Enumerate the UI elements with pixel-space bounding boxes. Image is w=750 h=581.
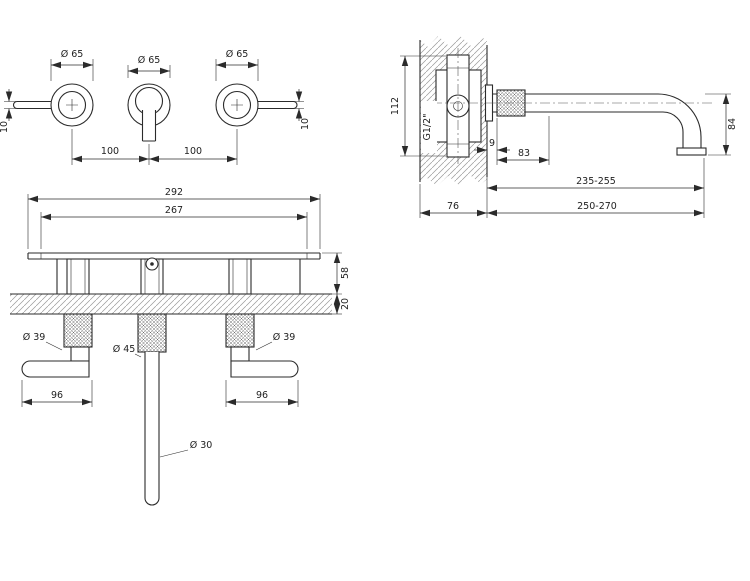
left-valve-detail [70, 259, 86, 294]
left-lever-neck [70, 346, 90, 362]
right-center-mark [231, 99, 243, 111]
ext-line [27, 194, 321, 249]
dim-text-dia-right: Ø 65 [226, 49, 249, 60]
dim-dia-center: Ø 65 [127, 55, 171, 78]
dim-dia-right-handle: Ø 65 [215, 49, 259, 81]
dim-text-dia-left: Ø 65 [61, 49, 84, 60]
dim-reach-range: 235-255 [487, 158, 705, 218]
center-tube-fill [142, 110, 156, 141]
dim-wall-thickness: 20 [332, 294, 351, 315]
dim-lever-right: 96 [225, 380, 299, 407]
dim-text-83: 83 [518, 148, 530, 159]
leader-line [134, 353, 142, 358]
mounting-rail [27, 252, 321, 260]
dim-text-dia30: Ø 30 [190, 440, 213, 451]
dim-text-112: 112 [390, 97, 401, 115]
dim-lever-left: 96 [21, 380, 93, 407]
dim-text-235-255: 235-255 [576, 176, 616, 187]
dim-text-58: 58 [340, 267, 351, 279]
view-side-section: 112 G1/2" 9 83 84 235-255 [390, 26, 738, 218]
dim-overall-width: 292 [27, 187, 321, 249]
dim-dia-left-handle: Ø 65 [50, 49, 94, 81]
spout-top-edge [493, 93, 702, 148]
view-handles-front: Ø 65 Ø 65 Ø 65 10 10 [0, 49, 311, 165]
dim-centers-width: 267 [40, 205, 308, 249]
leader-line [159, 449, 189, 458]
dim-body-height: 112 [390, 55, 446, 157]
wall-break-bottom [414, 175, 491, 194]
right-lever [230, 360, 299, 378]
dim-text-dia39-right: Ø 39 [273, 332, 296, 343]
spout-knurl [137, 313, 167, 353]
dim-body-height-front: 58 [322, 252, 351, 295]
spout-tube [144, 352, 160, 506]
dim-text-proj-left: 10 [0, 121, 10, 133]
label-thread: G1/2" [421, 101, 437, 153]
left-valve [66, 258, 90, 295]
left-lever-rod [12, 100, 61, 110]
rail-fixing-marks [40, 253, 308, 259]
dim-text-dia39-left: Ø 39 [23, 332, 46, 343]
label-dia-spout-tube: Ø 30 [159, 440, 213, 458]
spout-bottom-edge [493, 111, 684, 148]
right-valve [228, 258, 252, 295]
left-center-mark [66, 99, 78, 111]
dim-rough-in-and-overall: 76 250-270 [419, 184, 704, 218]
leader-line [45, 341, 63, 351]
left-lever [21, 360, 90, 378]
dim-text-84: 84 [727, 118, 738, 130]
center-valve-detail [144, 259, 160, 294]
dim-hub-length: 83 [497, 116, 550, 165]
right-valve-detail [232, 259, 248, 294]
dim-text-pitch-left: 100 [101, 146, 119, 157]
dim-text-96-left: 96 [51, 390, 63, 401]
leader-line [255, 341, 273, 351]
dim-text-dia45: Ø 45 [113, 344, 136, 355]
label-dia-spout-hub: Ø 45 [113, 344, 142, 358]
wall-break-top [414, 26, 491, 47]
dim-text-250-270: 250-270 [577, 201, 617, 212]
dim-projection-right: 10 [290, 89, 311, 130]
right-lever-neck [230, 346, 250, 362]
label-dia-left-handle: Ø 39 [23, 332, 63, 351]
spout-aerator [676, 147, 707, 156]
dim-spout-drop: 84 [705, 93, 738, 156]
dim-text-proj-right: 10 [300, 118, 311, 130]
dim-text-dia-center: Ø 65 [138, 55, 161, 66]
body-sides [56, 259, 301, 294]
center-tube-outline [141, 110, 157, 142]
right-handle-knurl [225, 313, 255, 348]
dim-handle-pitch: 100 100 [71, 129, 238, 165]
dim-text-292: 292 [165, 187, 183, 198]
left-handle-knurl [63, 313, 93, 348]
dim-text-pitch-right: 100 [184, 146, 202, 157]
dim-text-96-right: 96 [256, 390, 268, 401]
view-installed-front: 292 267 58 20 Ø 39 Ø 45 [10, 187, 351, 506]
dim-text-267: 267 [165, 205, 183, 216]
label-backplate [421, 101, 437, 153]
center-fixing-screw-dot [150, 262, 154, 266]
dim-projection-left: 10 [0, 89, 16, 133]
dim-text-thread: G1/2" [422, 113, 433, 140]
dim-text-9: 9 [489, 138, 495, 149]
wall-section-hatch [10, 294, 332, 314]
dim-text-76: 76 [447, 201, 459, 212]
dim-text-20: 20 [340, 298, 351, 310]
label-dia-right-handle: Ø 39 [255, 332, 296, 351]
